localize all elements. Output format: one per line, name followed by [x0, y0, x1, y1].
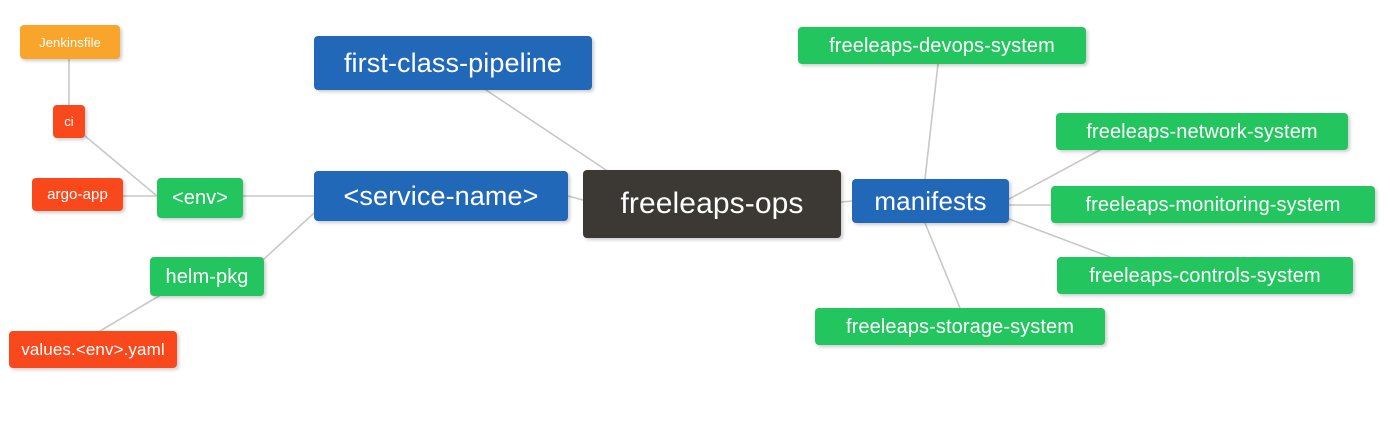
node-ci[interactable]: ci: [53, 105, 85, 138]
node-helm-pkg[interactable]: helm-pkg: [150, 257, 264, 296]
node-jenkinsfile[interactable]: Jenkinsfile: [20, 25, 120, 59]
node-label-manifests: manifests: [874, 186, 987, 216]
edge-freeleaps-ops-to-manifests: [840, 200, 853, 203]
node-freeleaps-controls-system[interactable]: freeleaps-controls-system: [1057, 257, 1353, 294]
node-label-ci: ci: [64, 114, 74, 129]
node-label-freeleaps-network-system: freeleaps-network-system: [1086, 120, 1318, 143]
node-freeleaps-ops[interactable]: freeleaps-ops: [583, 170, 841, 238]
node-label-freeleaps-monitoring-system: freeleaps-monitoring-system: [1085, 193, 1341, 216]
node-label-service-name: <service-name>: [343, 180, 539, 211]
edge-first-class-pipeline-to-freeleaps-ops: [485, 89, 607, 171]
node-label-helm-pkg: helm-pkg: [165, 265, 249, 288]
node-freeleaps-devops-system[interactable]: freeleaps-devops-system: [798, 27, 1086, 64]
node-label-values-yaml: values.<env>.yaml: [21, 340, 165, 359]
node-env[interactable]: <env>: [157, 178, 243, 218]
node-freeleaps-monitoring-system[interactable]: freeleaps-monitoring-system: [1051, 186, 1375, 223]
node-freeleaps-network-system[interactable]: freeleaps-network-system: [1056, 113, 1348, 150]
node-first-class-pipeline[interactable]: first-class-pipeline: [314, 36, 592, 90]
node-manifests[interactable]: manifests: [852, 179, 1009, 223]
node-freeleaps-storage-system[interactable]: freeleaps-storage-system: [815, 308, 1105, 345]
node-argo-app[interactable]: argo-app: [32, 178, 123, 211]
edge-manifests-to-freeleaps-controls-system: [1008, 218, 1111, 258]
edge-manifests-to-freeleaps-devops-system: [924, 63, 939, 180]
node-values-yaml[interactable]: values.<env>.yaml: [9, 331, 177, 368]
node-label-jenkinsfile: Jenkinsfile: [39, 34, 101, 50]
node-label-first-class-pipeline: first-class-pipeline: [343, 47, 563, 78]
node-label-freeleaps-devops-system: freeleaps-devops-system: [829, 34, 1055, 57]
node-label-env: <env>: [171, 187, 229, 209]
node-service-name[interactable]: <service-name>: [314, 171, 568, 221]
node-label-freeleaps-storage-system: freeleaps-storage-system: [845, 315, 1075, 338]
node-label-freeleaps-controls-system: freeleaps-controls-system: [1089, 264, 1321, 287]
edge-service-name-to-helm-pkg: [263, 212, 315, 260]
edge-manifests-to-freeleaps-storage-system: [924, 222, 961, 309]
edge-service-name-to-freeleaps-ops: [567, 195, 584, 201]
node-label-freeleaps-ops: freeleaps-ops: [620, 187, 804, 220]
node-label-argo-app: argo-app: [47, 186, 108, 203]
edge-helm-pkg-to-values-yaml: [99, 292, 165, 332]
